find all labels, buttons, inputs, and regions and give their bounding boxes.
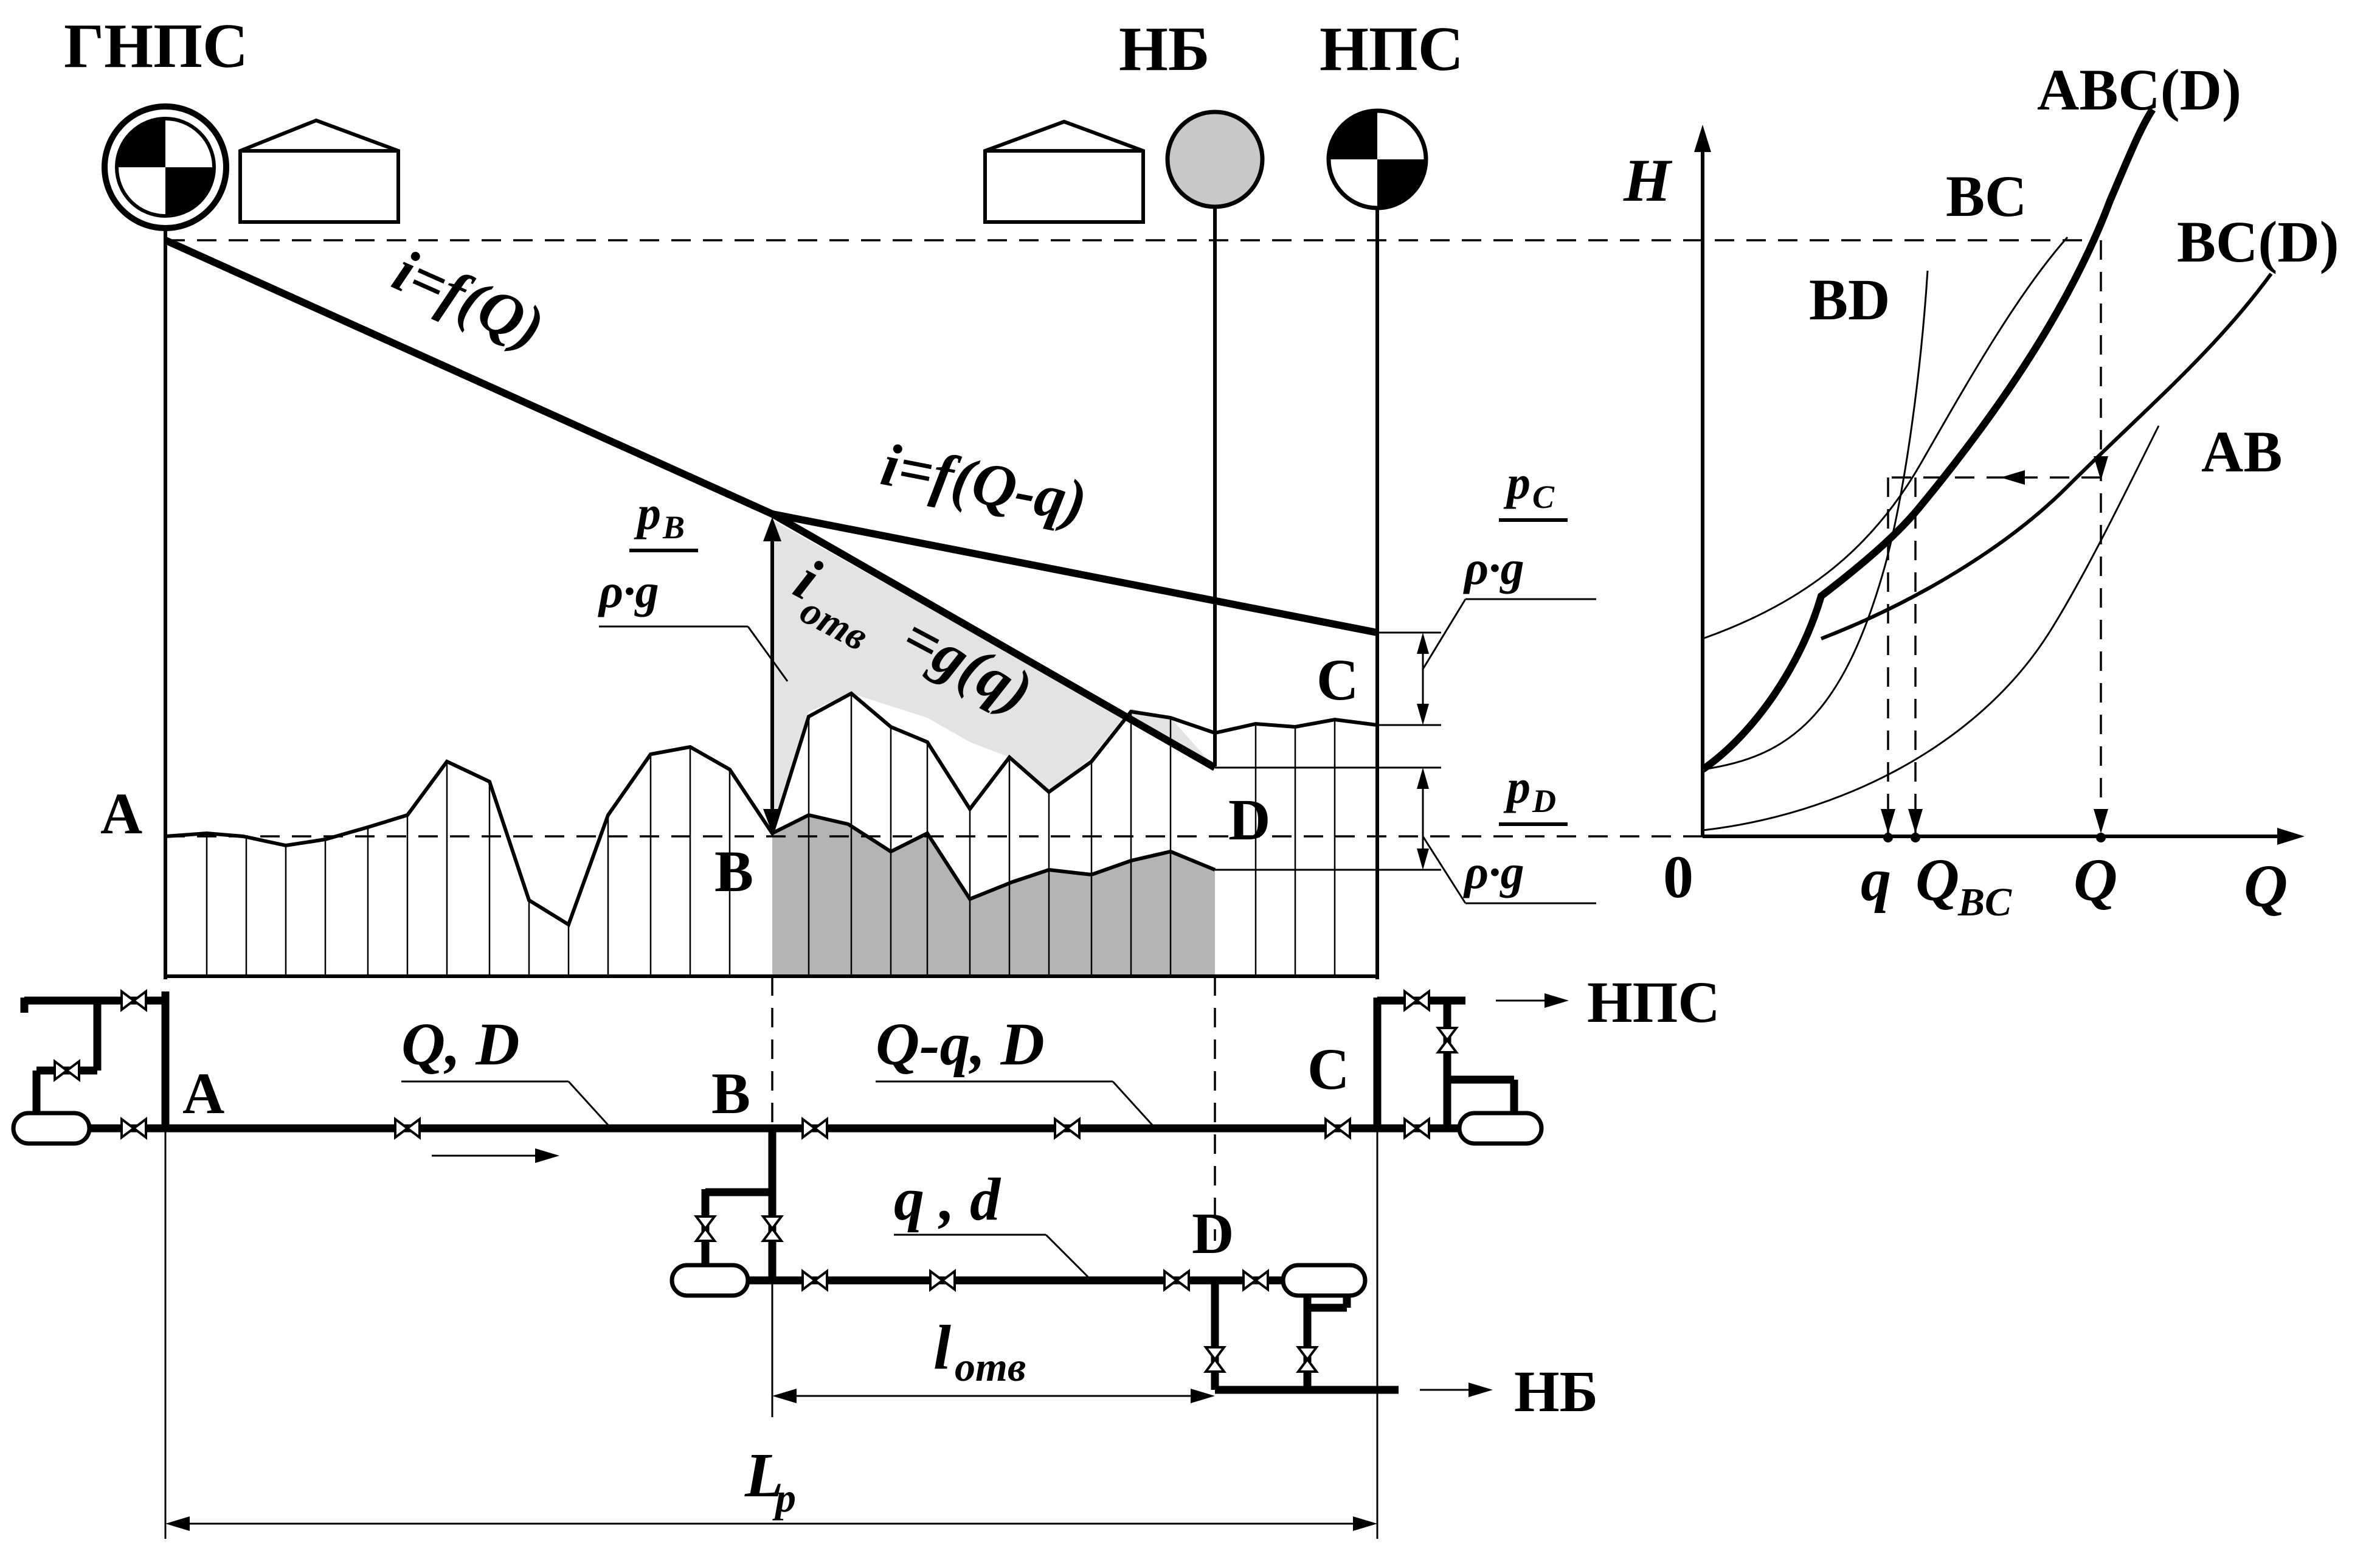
svg-text:ρ·g: ρ·g — [1463, 541, 1524, 594]
tick-q: Q — [2074, 846, 2117, 914]
nb-tank-farm-icon — [1165, 109, 1265, 209]
profile-point-b: B — [714, 839, 753, 904]
hq-chart — [1694, 107, 2305, 845]
branch-length-label: l — [933, 1313, 951, 1383]
curve-bd — [1702, 270, 1929, 771]
curve-bcd — [1820, 272, 2273, 640]
curve-bcd-label: BC(D) — [2177, 209, 2339, 274]
gradient-rest-label: i=f(Q-q) — [876, 431, 1092, 536]
scheme-point-b: B — [711, 1061, 750, 1126]
segment-bc-label: Q-q, D — [876, 1010, 1045, 1078]
svg-text:p: p — [634, 487, 661, 540]
chart-axis-q-label: Q — [2244, 852, 2288, 920]
to-nps-label: НПС — [1587, 970, 1720, 1035]
chart-axis-h-label: H — [1623, 147, 1673, 214]
nb-label: НБ — [1119, 14, 1210, 84]
gradient-main-label: i=f(Q) — [384, 237, 554, 362]
curve-abcd — [1700, 107, 2156, 772]
svg-text:B: B — [662, 509, 685, 546]
nps-station-symbol — [1326, 108, 1428, 210]
curve-bd-label: BD — [1809, 267, 1890, 332]
tick-qbc: Q — [1915, 846, 1959, 914]
branch-length-sub: отв — [955, 1344, 1026, 1390]
pressure-c-dimension — [1377, 598, 1596, 726]
scheme-point-a: A — [182, 1061, 224, 1126]
svg-text:p: p — [1503, 760, 1531, 813]
segment-bd-label: q , d — [894, 1165, 1001, 1233]
pressure-d-label: p D ρ·g — [1463, 760, 1568, 898]
flow-direction-arrow — [432, 1148, 559, 1163]
chart-origin-label: 0 — [1663, 843, 1693, 911]
pressure-c-label: p C ρ·g — [1463, 456, 1568, 594]
pressure-d-dimension — [1215, 766, 1596, 904]
curve-bc-label: BC — [1946, 164, 2027, 229]
svg-text:p: p — [1503, 456, 1531, 509]
to-nb-arrow — [1420, 1383, 1493, 1397]
to-nb-label: НБ — [1514, 1359, 1598, 1424]
tick-q-small: q — [1861, 846, 1891, 914]
hydraulic-gradient-lines — [164, 237, 1379, 833]
scheme-point-d: D — [1192, 1201, 1234, 1266]
curve-ab — [1702, 425, 2160, 831]
branch-profile-dark-fill — [772, 815, 1215, 976]
terrain-hatching — [206, 693, 1336, 976]
profile-point-a: A — [100, 781, 142, 846]
tick-qbc-sub: BC — [1957, 880, 2012, 925]
svg-text:ρ·g: ρ·g — [598, 564, 659, 617]
segment-ab-label: Q, D — [401, 1010, 519, 1078]
svg-text:ρ·g: ρ·g — [1463, 845, 1524, 898]
scheme-point-c: C — [1307, 1036, 1349, 1102]
nps-label: НПС — [1320, 14, 1464, 84]
svg-text:D: D — [1532, 783, 1556, 819]
branch-length-dimension — [771, 1280, 1215, 1417]
pipeline-valves — [54, 989, 1459, 1373]
profile-point-d: D — [1228, 787, 1270, 852]
curve-abcd-label: ABC(D) — [2037, 57, 2241, 122]
branch-profile-light-fill — [772, 520, 1215, 833]
nb-tank-icon — [983, 119, 1145, 224]
gnps-station-symbol — [102, 103, 229, 231]
to-nps-arrow — [1496, 993, 1569, 1008]
gnps-label: ГНПС — [64, 11, 248, 81]
total-length-label: L — [744, 1440, 784, 1510]
curve-ab-label: AB — [2201, 419, 2282, 484]
svg-text:C: C — [1532, 479, 1555, 515]
total-length-sub: p — [772, 1474, 796, 1521]
gnps-tank-icon — [238, 118, 400, 224]
profile-point-c: C — [1316, 647, 1358, 712]
total-length-dimension — [164, 1128, 1379, 1539]
curve-bc — [1702, 237, 2069, 640]
pressure-b-label: p B ρ·g — [598, 487, 698, 617]
